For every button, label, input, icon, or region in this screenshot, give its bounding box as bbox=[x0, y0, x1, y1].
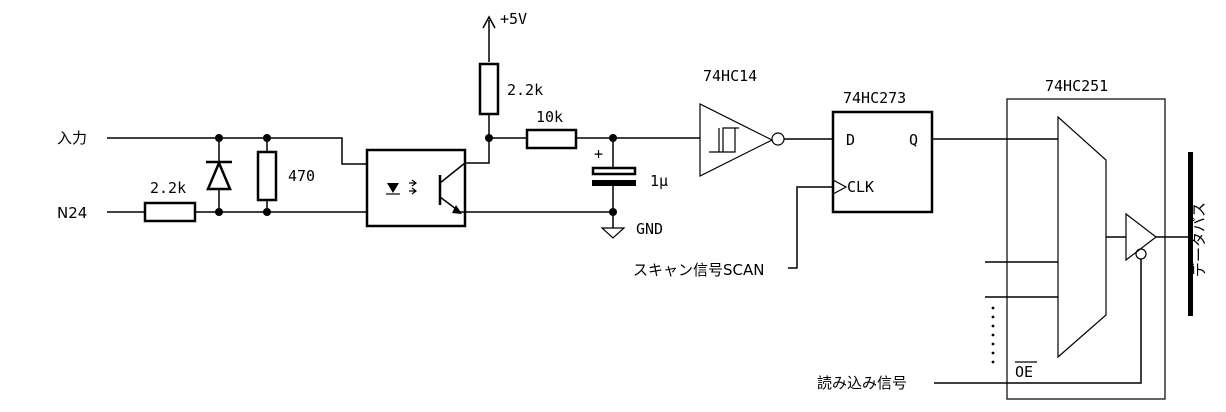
led-icon bbox=[387, 183, 399, 193]
flipflop-chip-label: 74HC273 bbox=[843, 89, 906, 107]
input-wire bbox=[107, 137, 367, 165]
cap-plus-label: + bbox=[594, 145, 603, 163]
junction-dot bbox=[609, 208, 617, 216]
inverter-triangle bbox=[699, 103, 774, 177]
read-signal-label: 読み込み信号 bbox=[817, 374, 907, 392]
junction-dot bbox=[485, 134, 493, 142]
shunt-resistor-value: 470 bbox=[288, 167, 315, 185]
scan-wire bbox=[788, 186, 833, 269]
mux-trapezoid bbox=[1057, 115, 1107, 359]
inverter-chip-label: 74HC14 bbox=[703, 67, 757, 85]
junction-dot bbox=[215, 208, 223, 216]
hysteresis-icon bbox=[709, 127, 739, 153]
flipflop: 74HC273 D Q CLK スキャン信号SCAN bbox=[633, 89, 1058, 279]
junction-dot bbox=[609, 134, 617, 142]
vcc-label: +5V bbox=[500, 10, 527, 28]
pullup-filter-section: +5V 2.2k 10k + 1μ GND bbox=[465, 10, 700, 239]
flipflop-d-pin: D bbox=[846, 131, 855, 149]
junction-dot bbox=[263, 134, 271, 142]
input-section: 入力 N24 2.2k 470 bbox=[57, 129, 367, 223]
input-label: 入力 bbox=[57, 129, 87, 147]
shunt-resistor bbox=[256, 150, 278, 202]
gnd-icon bbox=[600, 227, 626, 239]
flipflop-q-pin: Q bbox=[909, 131, 918, 149]
cap-plate-top bbox=[591, 166, 637, 176]
scan-label: スキャン信号SCAN bbox=[633, 261, 764, 279]
oe-label: OE bbox=[1015, 363, 1033, 381]
cap-plate-bottom bbox=[592, 180, 636, 186]
transistor-legs bbox=[439, 162, 466, 213]
photocoupler bbox=[365, 148, 467, 228]
schmitt-inverter: 74HC14 bbox=[699, 67, 832, 177]
collector-wire bbox=[465, 138, 490, 164]
gnd-label: GND bbox=[636, 220, 663, 238]
photocoupler-box bbox=[365, 148, 467, 228]
read-signal-wire bbox=[934, 259, 1142, 384]
flipflop-box bbox=[831, 110, 934, 214]
pullup-resistor-value: 2.2k bbox=[507, 81, 543, 99]
filter-resistor bbox=[525, 128, 578, 150]
junction-dot bbox=[263, 208, 271, 216]
emitter-arrow-icon bbox=[452, 205, 462, 214]
enable-bubble bbox=[1135, 248, 1147, 260]
light-arrows-icon bbox=[409, 179, 417, 195]
mux-chip-label: 74HC251 bbox=[1045, 77, 1108, 95]
data-bus: データバス bbox=[1188, 152, 1208, 316]
junction-dot bbox=[215, 134, 223, 142]
diode-symbol bbox=[206, 159, 232, 191]
data-bus-bar bbox=[1188, 152, 1193, 316]
data-bus-label: データバス bbox=[1190, 202, 1208, 277]
mux-package bbox=[1006, 98, 1166, 400]
clock-triangle-icon bbox=[832, 179, 848, 195]
vcc-arrow-icon bbox=[482, 15, 496, 29]
multiplexer: 74HC251 OE 読み込み信号 bbox=[817, 77, 1190, 400]
tristate-buffer bbox=[1125, 212, 1157, 262]
ellipsis-dots bbox=[991, 306, 995, 364]
series-resistor bbox=[143, 201, 197, 223]
filter-resistor-value: 10k bbox=[536, 108, 563, 126]
cap-value: 1μ bbox=[650, 172, 668, 190]
pullup-resistor bbox=[478, 62, 500, 116]
inverter-bubble bbox=[771, 132, 785, 146]
flipflop-clk-pin: CLK bbox=[847, 178, 874, 196]
n24-label: N24 bbox=[57, 204, 87, 222]
series-resistor-value: 2.2k bbox=[150, 179, 186, 197]
